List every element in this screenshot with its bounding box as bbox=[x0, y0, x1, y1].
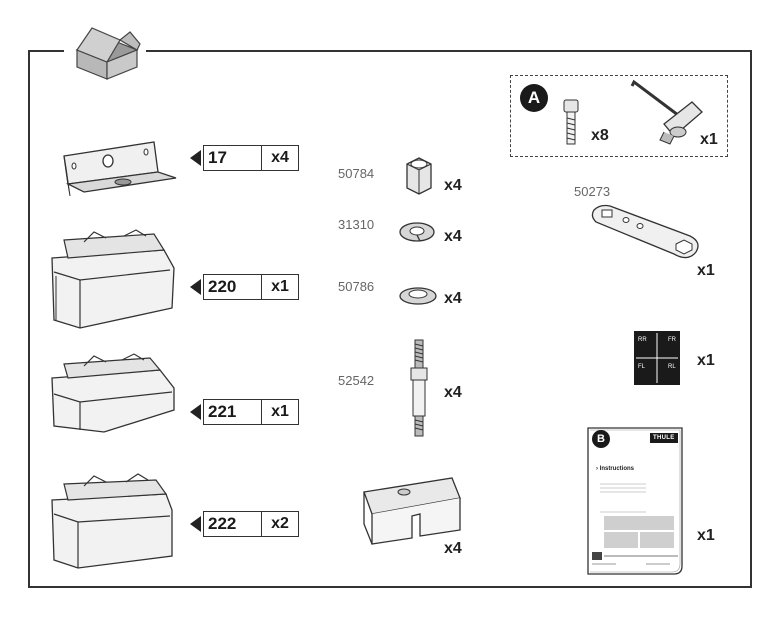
part-number: 220 bbox=[204, 275, 262, 299]
part-number-50784: 50784 bbox=[338, 166, 375, 181]
wrench-qty: x1 bbox=[697, 262, 715, 279]
screw-qty: x8 bbox=[591, 127, 609, 144]
part-number-50273: 50273 bbox=[574, 184, 611, 199]
part-number-52542: 52542 bbox=[338, 373, 375, 388]
sticker-label-fr: FR bbox=[668, 337, 677, 343]
part-number-50786: 50786 bbox=[338, 279, 375, 294]
sticker-label-rr: RR bbox=[638, 337, 647, 343]
hex-key-icon bbox=[630, 79, 703, 145]
kit-frame bbox=[28, 50, 752, 588]
sticker-label-rl: RL bbox=[668, 364, 676, 370]
part-label-220: 220 x1 bbox=[203, 274, 299, 300]
booklet-qty: x1 bbox=[697, 527, 715, 544]
booklet-page bbox=[587, 427, 683, 575]
bracket-17-image bbox=[63, 141, 177, 197]
qty-end-cap: x4 bbox=[444, 540, 462, 557]
part-qty: x1 bbox=[271, 278, 289, 295]
spring-washer-icon bbox=[399, 222, 435, 242]
kit-a-box bbox=[510, 75, 728, 157]
pointer-17 bbox=[190, 150, 201, 166]
part-qty: x4 bbox=[271, 149, 289, 166]
screw-icon bbox=[563, 99, 579, 145]
pointer-221 bbox=[190, 404, 201, 420]
foot-pad-222-image bbox=[51, 473, 173, 569]
foot-pad-220-image bbox=[51, 229, 175, 329]
booklet-heading-text: Instructions bbox=[599, 466, 635, 472]
pointer-222 bbox=[190, 516, 201, 532]
part-label-222: 222 x2 bbox=[203, 511, 299, 537]
part-qty: x2 bbox=[271, 515, 289, 532]
end-cap-image bbox=[363, 477, 461, 545]
part-label-17: 17 x4 bbox=[203, 145, 299, 171]
pointer-220 bbox=[190, 279, 201, 295]
part-label-221: 221 x1 bbox=[203, 399, 299, 425]
sticker-label-fl: FL bbox=[638, 364, 646, 370]
wrench-icon bbox=[591, 204, 699, 259]
box-icon bbox=[75, 27, 141, 80]
part-qty: x1 bbox=[271, 403, 289, 420]
kit-a-badge: A bbox=[520, 84, 548, 112]
qty-50786: x4 bbox=[444, 290, 462, 307]
part-number: 17 bbox=[204, 146, 262, 170]
threaded-spacer-icon bbox=[410, 339, 428, 437]
washer-icon bbox=[399, 287, 437, 305]
nut-icon bbox=[406, 157, 432, 195]
position-sticker-icon: RR FR FL RL bbox=[634, 331, 680, 385]
qty-31310: x4 bbox=[444, 228, 462, 245]
qty-52542: x4 bbox=[444, 384, 462, 401]
foot-pad-221-image bbox=[51, 353, 175, 433]
booklet-heading: › Instructions bbox=[596, 466, 635, 472]
part-number: 222 bbox=[204, 512, 262, 536]
part-number: 221 bbox=[204, 400, 262, 424]
qty-50784: x4 bbox=[444, 177, 462, 194]
hex-key-qty: x1 bbox=[700, 131, 718, 148]
thule-logo: THULE bbox=[650, 433, 678, 443]
sticker-qty: x1 bbox=[697, 352, 715, 369]
booklet-badge: B bbox=[592, 430, 610, 448]
part-number-31310: 31310 bbox=[338, 217, 375, 232]
